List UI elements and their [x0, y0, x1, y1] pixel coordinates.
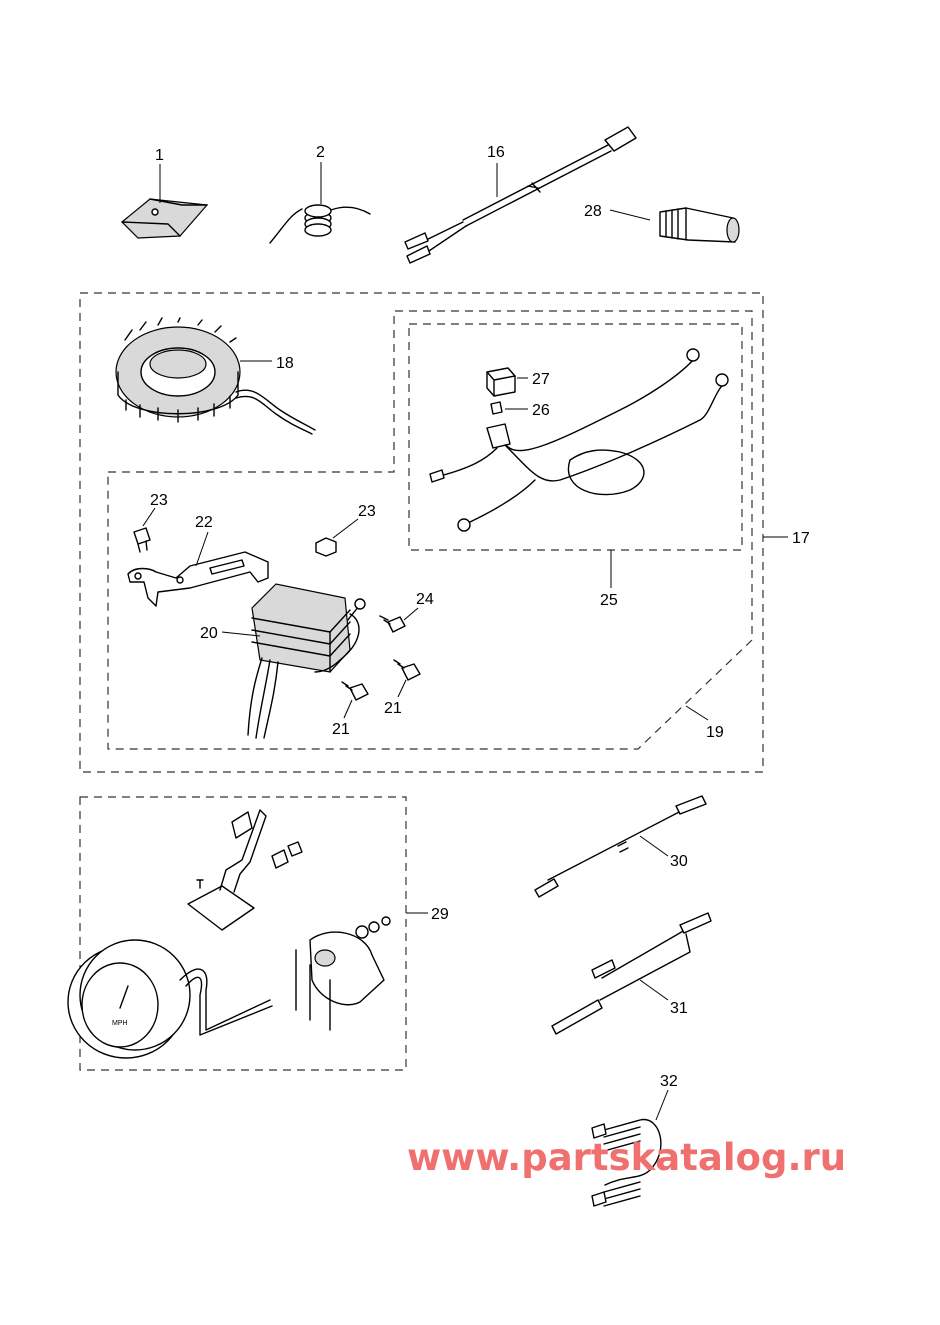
- callout-29: 29: [431, 906, 449, 923]
- watermark-text: www.partskatalog.ru: [407, 1136, 846, 1179]
- part-22-bracket: [127, 531, 269, 607]
- callout-21-right: 21: [384, 700, 402, 717]
- part-21-bolt-left: [341, 681, 369, 719]
- group-17-boundary: [79, 292, 764, 773]
- callout-23-right: 23: [358, 503, 376, 520]
- callout-23-left: 23: [150, 492, 168, 509]
- callout-32: 32: [660, 1073, 678, 1090]
- callout-2: 2: [316, 144, 325, 161]
- part-21-bolt-right: [393, 659, 421, 698]
- part-24-bolt: [379, 607, 419, 633]
- callout-24: 24: [416, 591, 434, 608]
- callout-31: 31: [670, 1000, 688, 1017]
- part-26-fuse: [490, 401, 528, 415]
- part-28-grommet: [609, 207, 740, 243]
- part-23-screw-right: [315, 518, 359, 557]
- part-18-stator: [115, 317, 316, 435]
- callout-1: 1: [155, 147, 164, 164]
- part-1-pad: [121, 164, 209, 239]
- leader-19: [685, 705, 709, 721]
- callout-21-left: 21: [332, 721, 350, 738]
- callout-22: 22: [195, 514, 213, 531]
- gauge-mph-text: MPH: [112, 1020, 128, 1027]
- part-16-lead-wire: [404, 126, 637, 264]
- callout-27: 27: [532, 371, 550, 388]
- part-25-harness: [429, 348, 729, 588]
- part-31-y-cable: [551, 912, 712, 1035]
- callout-28: 28: [584, 203, 602, 220]
- callout-18: 18: [276, 355, 294, 372]
- part-2-spring: [269, 162, 371, 244]
- group-18-19-divider: [107, 310, 753, 750]
- callout-20: 20: [200, 625, 218, 642]
- group-25-boundary: [408, 323, 743, 551]
- callout-25: 25: [600, 592, 618, 609]
- callout-16: 16: [487, 144, 505, 161]
- part-29-speedometer-kit: MPH: [67, 809, 391, 1059]
- part-20-regulator: [221, 583, 366, 739]
- part-27-relay: [486, 367, 528, 397]
- part-32-connector-harness: [591, 1089, 669, 1207]
- part-30-sensor-cable: [534, 795, 707, 898]
- callout-17: 17: [792, 530, 810, 547]
- callout-19: 19: [706, 724, 724, 741]
- callout-26: 26: [532, 402, 550, 419]
- callout-30: 30: [670, 853, 688, 870]
- part-23-screw-left: [133, 507, 156, 553]
